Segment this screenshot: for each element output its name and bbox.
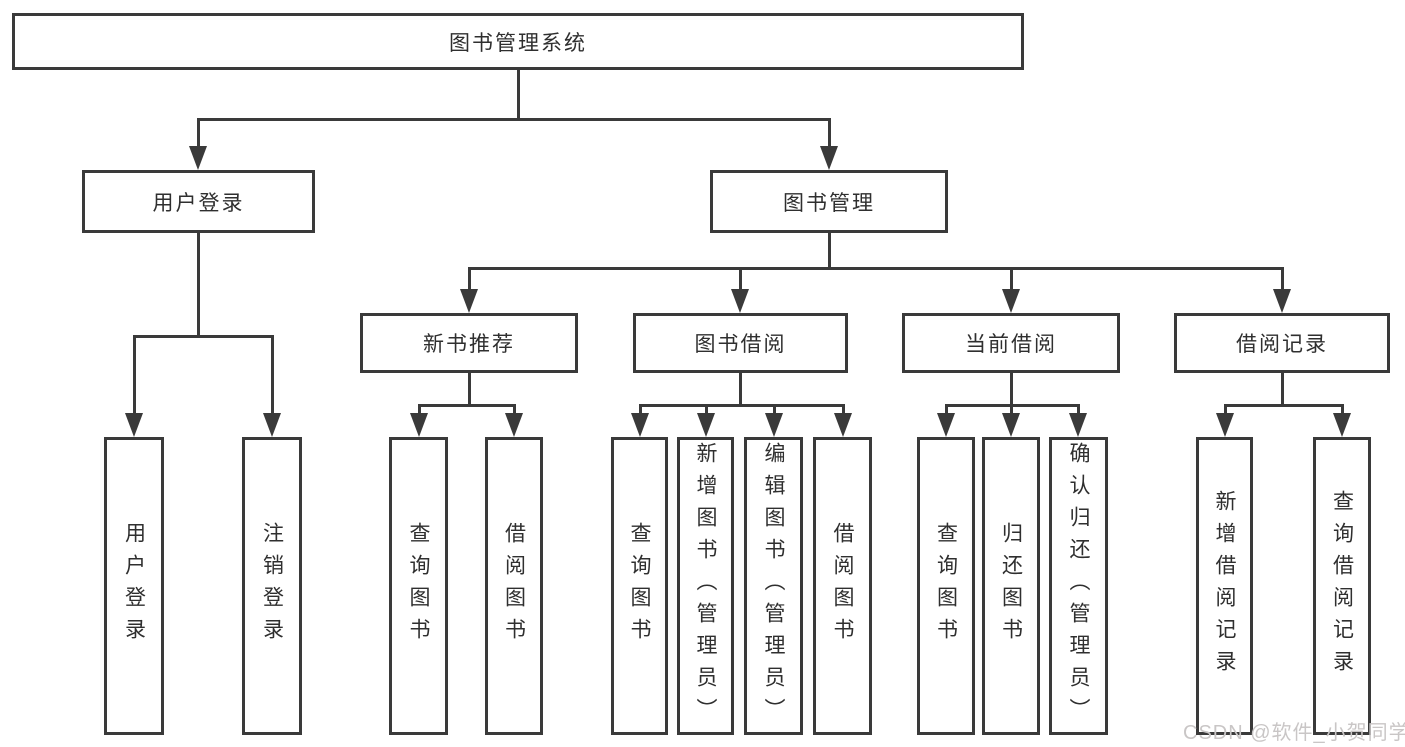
- leaf-label: 用户登录: [122, 522, 146, 650]
- node-label: 图书借阅: [694, 333, 787, 356]
- connector-vertical-line: [1340, 404, 1344, 416]
- connector-horizontal-line: [417, 404, 516, 407]
- arrowhead-down-icon: [631, 413, 649, 437]
- leaf-query-books-3: 查询图书: [917, 437, 975, 735]
- leaf-add-borrow-record: 新增借阅记录: [1196, 437, 1253, 735]
- connector-vertical-line: [944, 404, 948, 416]
- arrowhead-down-icon: [125, 413, 143, 437]
- leaf-query-borrow-record: 查询借阅记录: [1313, 437, 1371, 735]
- arrowhead-down-icon: [189, 146, 207, 170]
- arrowhead-down-icon: [765, 413, 783, 437]
- arrowhead-down-icon: [834, 413, 852, 437]
- leaf-label: 注销登录: [260, 522, 284, 650]
- leaf-borrow-books-2: 借阅图书: [813, 437, 872, 735]
- node-current-borrow: 当前借阅: [902, 313, 1120, 373]
- connector-horizontal-line: [467, 267, 1284, 270]
- connector-vertical-line: [638, 404, 642, 416]
- connector-vertical-line: [516, 70, 520, 118]
- connector-horizontal-line: [1223, 404, 1344, 407]
- connector-vertical-line: [827, 118, 831, 152]
- leaf-label: 编辑图书（管理员）: [762, 442, 785, 730]
- arrowhead-down-icon: [505, 413, 523, 437]
- connector-vertical-line: [841, 404, 845, 416]
- leaf-return-book: 归还图书: [982, 437, 1040, 735]
- leaf-edit-book-admin: 编辑图书（管理员）: [744, 437, 803, 735]
- leaf-query-books-1: 查询图书: [389, 437, 448, 735]
- arrowhead-down-icon: [410, 413, 428, 437]
- leaf-label: 查询图书: [934, 522, 958, 650]
- connector-vertical-line: [467, 267, 471, 291]
- arrowhead-down-icon: [820, 146, 838, 170]
- leaf-label: 查询图书: [407, 522, 430, 650]
- arrowhead-down-icon: [460, 289, 478, 313]
- leaf-user-login: 用户登录: [104, 437, 164, 735]
- connector-vertical-line: [132, 335, 136, 415]
- leaf-label: 查询借阅记录: [1330, 490, 1354, 682]
- connector-vertical-line: [196, 233, 200, 337]
- arrowhead-down-icon: [1273, 289, 1291, 313]
- node-label: 图书管理: [783, 191, 875, 215]
- arrowhead-down-icon: [697, 413, 715, 437]
- node-user-login: 用户登录: [82, 170, 315, 233]
- node-borrow-record: 借阅记录: [1174, 313, 1390, 373]
- connector-vertical-line: [738, 373, 742, 406]
- node-book-management: 图书管理: [710, 170, 948, 233]
- connector-vertical-line: [704, 404, 708, 416]
- leaf-logout: 注销登录: [242, 437, 302, 735]
- node-label: 图书管理系统: [449, 31, 587, 55]
- arrowhead-down-icon: [937, 413, 955, 437]
- node-label: 借阅记录: [1236, 333, 1328, 356]
- arrowhead-down-icon: [1216, 413, 1234, 437]
- node-new-book-recommend: 新书推荐: [360, 313, 578, 373]
- connector-horizontal-line: [132, 335, 274, 338]
- connector-vertical-line: [1009, 373, 1013, 406]
- leaf-label: 借阅图书: [502, 522, 526, 650]
- leaf-borrow-books-1: 借阅图书: [485, 437, 543, 735]
- leaf-label: 查询图书: [628, 522, 651, 650]
- leaf-confirm-return-admin: 确认归还（管理员）: [1049, 437, 1108, 735]
- connector-vertical-line: [738, 267, 742, 291]
- node-label: 新书推荐: [423, 333, 515, 356]
- leaf-label: 新增图书（管理员）: [694, 442, 717, 730]
- arrowhead-down-icon: [263, 413, 281, 437]
- connector-vertical-line: [467, 373, 471, 406]
- connector-vertical-line: [1009, 404, 1013, 416]
- arrowhead-down-icon: [731, 289, 749, 313]
- node-library-system: 图书管理系统: [12, 13, 1024, 70]
- connector-vertical-line: [772, 404, 776, 416]
- connector-vertical-line: [1223, 404, 1227, 416]
- node-book-borrow: 图书借阅: [633, 313, 848, 373]
- connector-vertical-line: [417, 404, 421, 416]
- connector-vertical-line: [1280, 267, 1284, 291]
- connector-vertical-line: [512, 404, 516, 416]
- leaf-label: 确认归还（管理员）: [1067, 442, 1090, 730]
- arrowhead-down-icon: [1002, 289, 1020, 313]
- connector-vertical-line: [1076, 404, 1080, 416]
- connector-vertical-line: [827, 233, 831, 269]
- connector-horizontal-line: [638, 404, 845, 407]
- leaf-query-books-2: 查询图书: [611, 437, 668, 735]
- arrowhead-down-icon: [1002, 413, 1020, 437]
- connector-vertical-line: [270, 335, 274, 415]
- connector-vertical-line: [1280, 373, 1284, 406]
- leaf-label: 借阅图书: [831, 522, 854, 650]
- leaf-label: 新增借阅记录: [1213, 490, 1236, 682]
- arrowhead-down-icon: [1333, 413, 1351, 437]
- leaf-add-book-admin: 新增图书（管理员）: [677, 437, 734, 735]
- connector-vertical-line: [196, 118, 200, 152]
- connector-vertical-line: [1009, 267, 1013, 291]
- leaf-label: 归还图书: [999, 522, 1023, 650]
- arrowhead-down-icon: [1069, 413, 1087, 437]
- node-label: 用户登录: [152, 191, 245, 215]
- watermark-text: CSDN @软件_小贺同学: [1183, 722, 1405, 744]
- node-label: 当前借阅: [965, 333, 1057, 356]
- connector-horizontal-line: [196, 118, 831, 121]
